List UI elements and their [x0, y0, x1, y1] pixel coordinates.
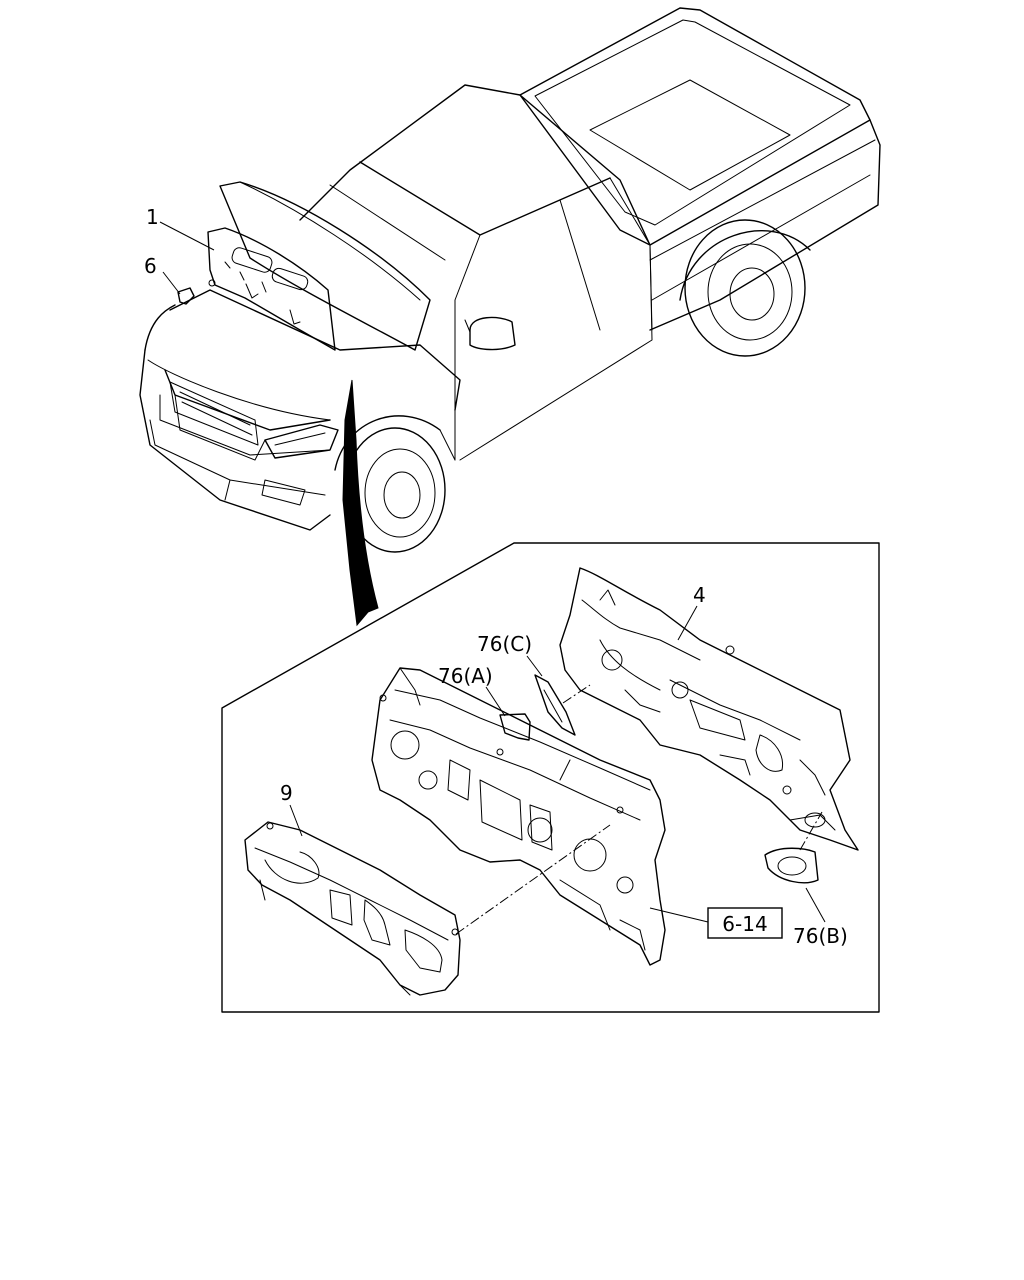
detail-border — [221, 542, 880, 1013]
callout-76c: 76(C) — [477, 632, 532, 656]
leader-76b — [805, 887, 826, 923]
callout-9: 9 — [280, 781, 293, 805]
leader-6-14 — [649, 907, 709, 923]
leader-76c — [526, 655, 543, 677]
clip-part-6 — [177, 279, 216, 305]
insulator-part-76c — [534, 674, 576, 736]
callout-76b: 76(B) — [793, 924, 848, 948]
insulator-part-76a — [499, 713, 531, 741]
leader-9 — [289, 804, 303, 837]
leader-6 — [162, 271, 181, 295]
reference-box[interactable] — [707, 907, 783, 939]
callout-1: 1 — [146, 205, 159, 229]
leader-76a — [485, 686, 506, 717]
reference-label[interactable]: 6-14 — [722, 912, 767, 936]
front-dash-insulator-part-9 — [244, 821, 461, 996]
detail-view — [221, 379, 880, 1013]
insulator-part-76b — [764, 812, 826, 884]
callout-4: 4 — [693, 583, 706, 607]
dash-insulator-part-4 — [559, 567, 859, 851]
connection-line-9 — [455, 824, 611, 935]
reference-link-6-14[interactable]: 6-14 — [707, 907, 783, 939]
leader-4 — [677, 605, 698, 641]
pickup-truck-illustration — [139, 7, 881, 553]
connection-line-76b — [799, 811, 823, 851]
callout-76a: 76(A) — [438, 664, 493, 688]
callout-6: 6 — [144, 254, 157, 278]
hood-insulator-part-1 — [207, 227, 336, 351]
dash-panel — [371, 667, 666, 966]
detail-pointer — [342, 379, 379, 627]
connection-line-76c — [562, 684, 591, 704]
leader-1 — [159, 221, 215, 251]
